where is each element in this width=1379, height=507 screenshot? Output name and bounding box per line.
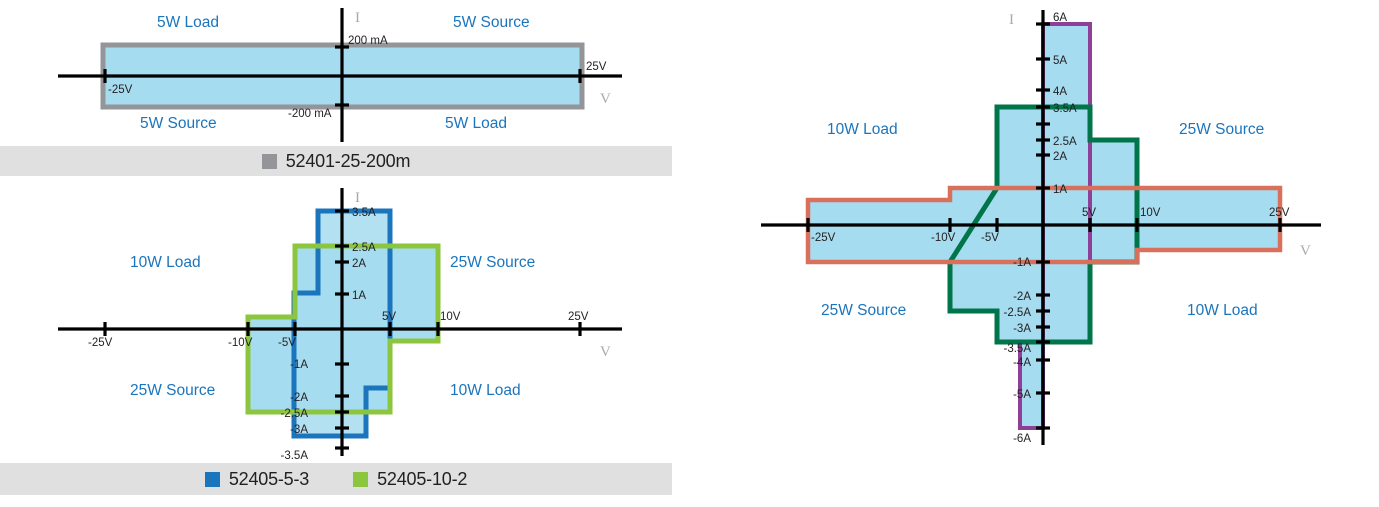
x-axis-name: V [600, 91, 611, 107]
y-tick-label--6a: -6A [1013, 433, 1031, 445]
y-tick-label--1a: -1A [290, 359, 308, 371]
x-tick-label--5v: -5V [981, 232, 999, 244]
quadrant-label-bottom-left: 25W Source [130, 382, 215, 399]
x-tick-label-25v: 25V [586, 61, 607, 73]
quadrant-label-bottom-right: 5W Load [445, 115, 507, 132]
left-panel: -25V 25V 200 mA -200 mA I V 5W Load 5W S… [0, 0, 680, 507]
chart-52405-5-3-and-10-2: -25V -10V -5V 5V 10V 25V 3.5A 2.5A 2A 1A… [58, 188, 622, 462]
legend-entry-52405-10-2[interactable]: 52405-10-2 [353, 469, 467, 490]
legend-entry-52401-25-200m[interactable]: 52401-25-200m [261, 150, 411, 172]
x-tick-label--10v: -10V [228, 337, 253, 349]
y-tick-label--2a: -2A [290, 392, 308, 404]
legend-chart-52401-25-200m: 52401-25-200m [0, 146, 672, 176]
x-axis-name: V [600, 344, 611, 360]
quadrant-label-top-left: 5W Load [157, 14, 219, 31]
x-tick-label-5v: 5V [382, 311, 396, 323]
y-tick-label-2a: 2A [1053, 151, 1067, 163]
y-tick-label--5a: -5A [1013, 389, 1031, 401]
y-tick-label-3-5a: 3.5A [352, 207, 376, 219]
chart-52405-25-series: -25V -10V -5V 5V 10V 25V 6A 5A 4A 3.5A 2… [761, 10, 1321, 445]
legend-entry-52405-5-3[interactable]: 52405-5-3 [204, 468, 310, 490]
x-tick-label--25v: -25V [108, 84, 133, 96]
quadrant-label-bottom-right: 10W Load [1187, 302, 1258, 319]
legend-label: 52405-5-3 [228, 468, 310, 489]
legend-label: 52401-25-200m [285, 150, 411, 171]
quadrant-label-bottom-left: 25W Source [821, 302, 906, 319]
quadrant-label-top-left: 10W Load [130, 254, 201, 271]
y-tick-label-200ma: 200 mA [348, 35, 388, 47]
chart-52401-25-200m: -25V 25V 200 mA -200 mA I V 5W Load 5W S… [58, 8, 622, 142]
x-tick-label--10v: -10V [931, 232, 956, 244]
y-tick-label-5a: 5A [1053, 55, 1067, 67]
quadrant-label-top-right: 25W Source [1179, 121, 1264, 138]
y-tick-label--1a: -1A [1013, 257, 1031, 269]
y-tick-label-2-5a: 2.5A [1053, 136, 1077, 148]
x-tick-label-5v: 5V [1082, 207, 1096, 219]
legend-swatch-icon [204, 471, 220, 487]
y-tick-label-3-5a: 3.5A [1053, 103, 1077, 115]
x-axis-name: V [1300, 243, 1311, 259]
y-tick-label--3a: -3A [1013, 323, 1031, 335]
y-tick-label--2a: -2A [1013, 291, 1031, 303]
x-tick-label-10v: 10V [1140, 207, 1161, 219]
y-tick-label-4a: 4A [1053, 86, 1067, 98]
y-tick-label--2-5a: -2.5A [1004, 307, 1032, 319]
y-axis-name: I [355, 190, 360, 206]
quadrant-label-top-left: 10W Load [827, 121, 898, 138]
quadrant-label-bottom-left: 5W Source [140, 115, 217, 132]
y-tick-label--2-5a: -2.5A [281, 408, 309, 420]
y-tick-label--3-5a: -3.5A [281, 450, 309, 462]
y-tick-label-1a: 1A [352, 290, 366, 302]
y-tick-label--3a: -3A [290, 424, 308, 436]
x-tick-label--25v: -25V [88, 337, 113, 349]
y-axis-name: I [1009, 12, 1014, 28]
y-tick-label-1a: 1A [1053, 184, 1067, 196]
y-tick-label--200ma: -200 mA [288, 108, 332, 120]
legend-label: 52405-10-2 [377, 468, 468, 489]
x-tick-label-25v: 25V [568, 311, 589, 323]
x-tick-label-25v: 25V [1269, 207, 1290, 219]
x-tick-label--25v: -25V [811, 232, 836, 244]
x-tick-label-10v: 10V [440, 311, 461, 323]
series-outline-52405-25-1 [805, 185, 1283, 265]
quadrant-label-top-right: 25W Source [450, 254, 535, 271]
y-tick-label--4a: -4A [1013, 357, 1031, 369]
y-tick-label-6a: 6A [1053, 12, 1067, 24]
legend-swatch-icon [261, 153, 277, 169]
y-axis-name: I [355, 10, 360, 26]
x-tick-label--5v: -5V [278, 337, 296, 349]
right-panel: -25V -10V -5V 5V 10V 25V 6A 5A 4A 3.5A 2… [699, 0, 1379, 507]
series-outline-52405-10-2 [245, 243, 441, 415]
y-tick-label-2-5a: 2.5A [352, 242, 376, 254]
y-tick-label-2a: 2A [352, 258, 366, 270]
y-tick-label--3-5a: -3.5A [1004, 343, 1032, 355]
legend-chart-52405-5-3-and-10-2: 52405-5-3 52405-10-2 [0, 463, 672, 495]
quadrant-label-top-right: 5W Source [453, 14, 530, 31]
legend-swatch-icon [353, 471, 369, 487]
quadrant-label-bottom-right: 10W Load [450, 382, 521, 399]
